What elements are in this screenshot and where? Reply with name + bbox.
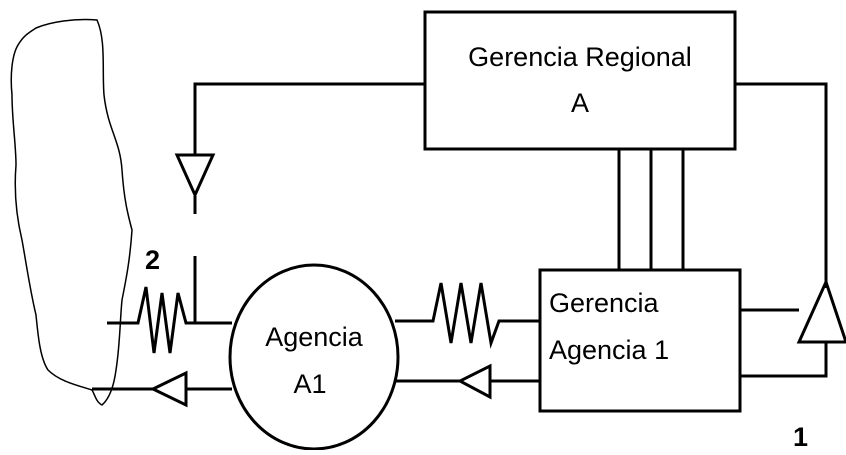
link-agencia-mgmt-return — [740, 342, 828, 378]
marker-label-2: 2 — [145, 245, 160, 275]
triangle-left-icon-2 — [149, 370, 188, 408]
link-regional-to-left — [193, 82, 425, 155]
marker-label-1: 1 — [793, 422, 808, 450]
gerencia-regional-label-line2: A — [571, 88, 589, 118]
agencia-label-line2: A1 — [293, 369, 326, 399]
resistor-2 — [107, 286, 232, 354]
gerencia-regional-box — [423, 10, 737, 151]
gerencia-regional-label-line1: Gerencia Regional — [468, 42, 692, 72]
gerencia-agencia-box — [538, 268, 742, 413]
agencia-label-line1: Agencia — [265, 322, 364, 352]
resistor-right — [395, 282, 540, 349]
freehand-outline-shape — [10, 18, 133, 406]
link-regional-to-right — [735, 82, 828, 288]
agencia-circle — [228, 263, 400, 451]
gerencia-agencia-label-line2: Agencia 1 — [549, 335, 669, 365]
triangle-left-icon — [456, 363, 492, 400]
triangle-down-icon — [174, 153, 216, 199]
gerencia-agencia-label-line1: Gerencia — [549, 288, 660, 318]
triangle-up-icon — [796, 277, 846, 344]
